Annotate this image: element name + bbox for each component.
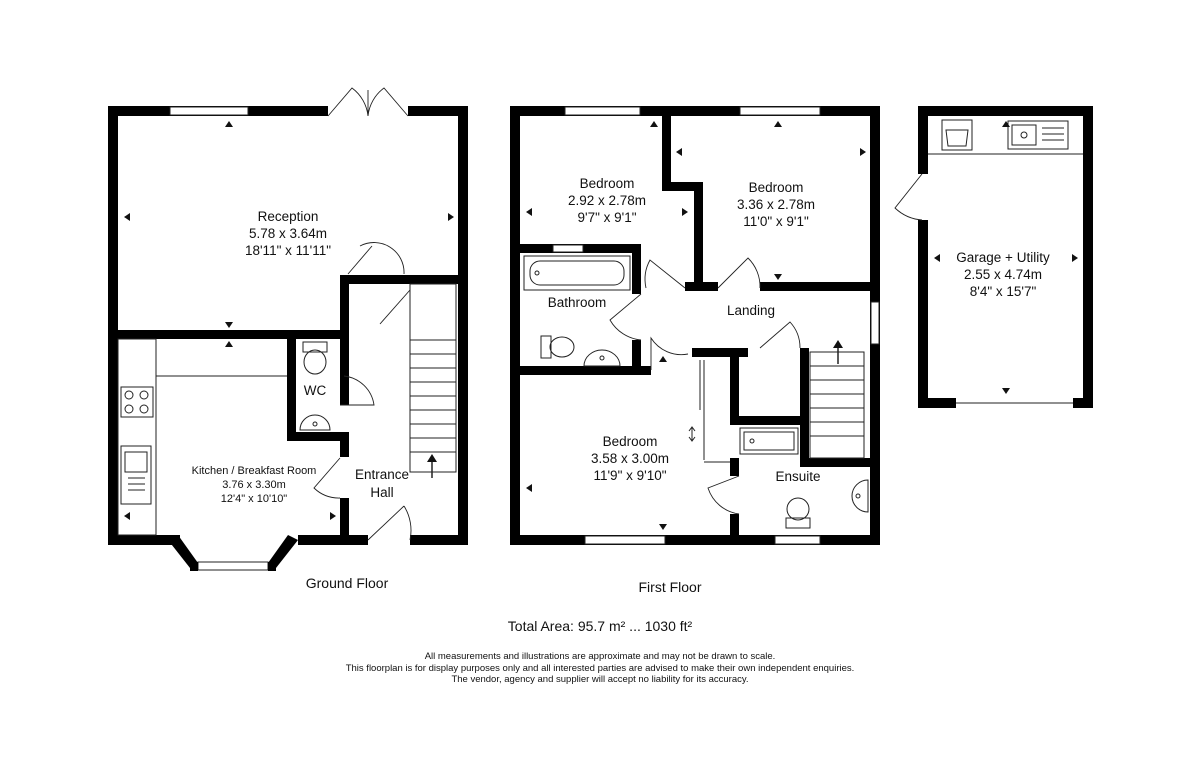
bathroom-fittings [523,255,631,367]
bedroom1-metric: 2.92 x 2.78m [568,193,646,208]
bed2-window [739,106,821,116]
ensuite-window [774,535,821,545]
bedroom2-metric: 3.36 x 2.78m [737,197,815,212]
ground-floor-label: Ground Floor [306,575,389,591]
kitchen-metric: 3.76 x 3.30m [222,479,286,491]
ground-floor-plan [108,87,468,571]
ensuite-fittings [739,427,869,529]
ensuite-name: Ensuite [775,469,820,484]
garage-plan [894,106,1093,408]
kitchen-name: Kitchen / Breakfast Room [192,465,317,477]
bedroom2-name: Bedroom [749,180,804,195]
disclaimer: All measurements and illustrations are a… [0,651,1200,686]
kitchen-imperial: 12'4" x 10'10" [221,493,288,505]
disclaimer-line: All measurements and illustrations are a… [424,651,776,662]
garage-imperial: 8'4" x 15'7" [970,284,1037,299]
reception-window [169,106,249,116]
garage-metric: 2.55 x 4.74m [964,267,1042,282]
front-door [367,505,412,541]
bedroom3-name: Bedroom [603,434,658,449]
bedroom3-imperial: 11'9" x 9'10" [593,468,666,483]
french-doors [327,87,409,117]
entrance-line2: Hall [370,485,393,500]
wc-fittings [299,341,331,431]
bedroom3-metric: 3.58 x 3.00m [591,451,669,466]
total-area: Total Area: 95.7 m² ... 1030 ft² [507,618,693,634]
bedroom2-imperial: 11'0" x 9'1" [743,214,809,229]
bedroom1-name: Bedroom [580,176,635,191]
bay-window [197,561,269,571]
garage-name: Garage + Utility [956,250,1050,265]
bedroom1-imperial: 9'7" x 9'1" [577,210,636,225]
reception-imperial: 18'11" x 11'11" [245,243,331,258]
disclaimer-line: The vendor, agency and supplier will acc… [451,674,749,685]
entrance-line1: Entrance [355,467,409,482]
wc-name: WC [304,383,327,398]
kitchen-fittings [117,338,287,536]
landing-window [870,301,880,345]
bath-window [552,244,584,253]
stairs-ground [409,283,457,478]
utility-fittings [928,119,1083,155]
reception-name: Reception [258,209,319,224]
reception-metric: 5.78 x 3.64m [249,226,327,241]
stairs-first [809,340,865,459]
first-floor-label: First Floor [639,579,702,595]
disclaimer-line: This floorplan is for display purposes o… [345,662,855,674]
garage-side-door [894,173,923,221]
bed1-window [564,106,641,116]
bed3-window [584,535,666,545]
first-floor-plan [510,106,880,545]
bathroom-name: Bathroom [548,295,607,310]
landing-name: Landing [727,303,775,318]
